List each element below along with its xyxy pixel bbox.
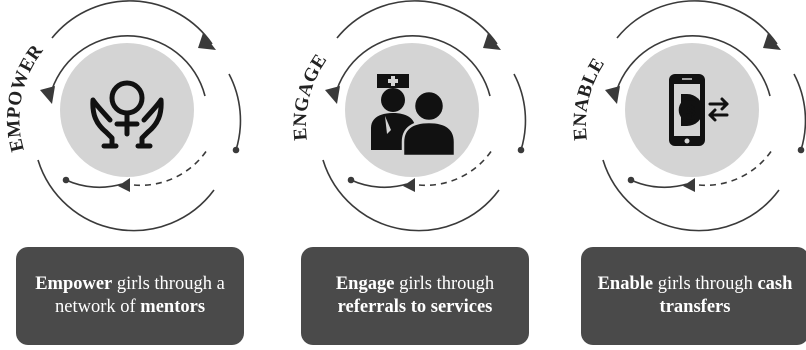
inner-arc-bottom xyxy=(65,179,123,189)
description-text: Enable girls through cash transfers xyxy=(597,274,793,317)
cycle-diagram: EMPOWER xyxy=(3,0,242,232)
outer-arc-right xyxy=(513,73,527,151)
center-circle xyxy=(60,43,194,177)
step-empower: EMPOWER Empower girls through a network … xyxy=(0,0,270,350)
inner-arrowhead-bottom-icon xyxy=(403,178,415,192)
outer-arc-right xyxy=(228,73,242,151)
hands-female-symbol-icon xyxy=(90,80,164,149)
step-label: EMPOWER xyxy=(3,41,47,154)
svg-text:$: $ xyxy=(686,102,696,120)
phone-cash-transfer-icon: $ xyxy=(669,74,729,146)
inner-dot-left xyxy=(627,176,635,184)
step-engage: ENGAGE Engage girls through referrals to… xyxy=(285,0,555,350)
doctor-patient-icon xyxy=(371,74,457,158)
inner-dot-left xyxy=(347,176,355,184)
step-enable: $ ENABLE Enable girls through cash trans… xyxy=(565,0,806,350)
step-label: ENABLE xyxy=(570,54,609,141)
outer-arc-bottom xyxy=(602,159,780,232)
outer-arc-top xyxy=(616,0,778,45)
outer-arrowhead-icon xyxy=(198,33,216,50)
inner-arrowhead-bottom-icon xyxy=(118,178,130,192)
outer-arc-top xyxy=(336,0,498,45)
description-card: Engage girls through referrals to servic… xyxy=(301,247,529,345)
outer-dot-right xyxy=(517,146,525,154)
outer-arrowhead-icon xyxy=(483,33,501,50)
outer-arc-right xyxy=(793,73,806,151)
inner-arrowhead-bottom-icon xyxy=(683,178,695,192)
outer-arc-bottom xyxy=(322,159,500,232)
description-text: Empower girls through a network of mento… xyxy=(35,274,225,317)
outer-dot-right xyxy=(232,146,240,154)
outer-arc-bottom xyxy=(37,159,215,232)
inner-dot-left xyxy=(62,176,70,184)
step-label: ENGAGE xyxy=(290,50,332,141)
outer-dot-right xyxy=(797,146,805,154)
cycle-diagram: $ ENABLE xyxy=(570,0,806,232)
inner-arc-top xyxy=(614,35,771,97)
description-card: Enable girls through cash transfers xyxy=(581,247,806,345)
inner-arrowhead-icon xyxy=(40,86,55,104)
description-card: Empower girls through a network of mento… xyxy=(16,247,244,345)
inner-arc-bottom xyxy=(630,179,688,189)
cycle-diagram: ENGAGE xyxy=(290,0,527,232)
inner-arc-top xyxy=(49,35,206,97)
inner-arrowhead-icon xyxy=(325,86,340,104)
outer-arc-top xyxy=(51,0,213,45)
description-text: Engage girls through referrals to servic… xyxy=(335,274,495,317)
inner-arrowhead-icon xyxy=(605,86,620,104)
inner-arc-bottom xyxy=(350,179,408,189)
outer-arrowhead-icon xyxy=(763,33,781,50)
inner-arc-top xyxy=(334,35,491,97)
